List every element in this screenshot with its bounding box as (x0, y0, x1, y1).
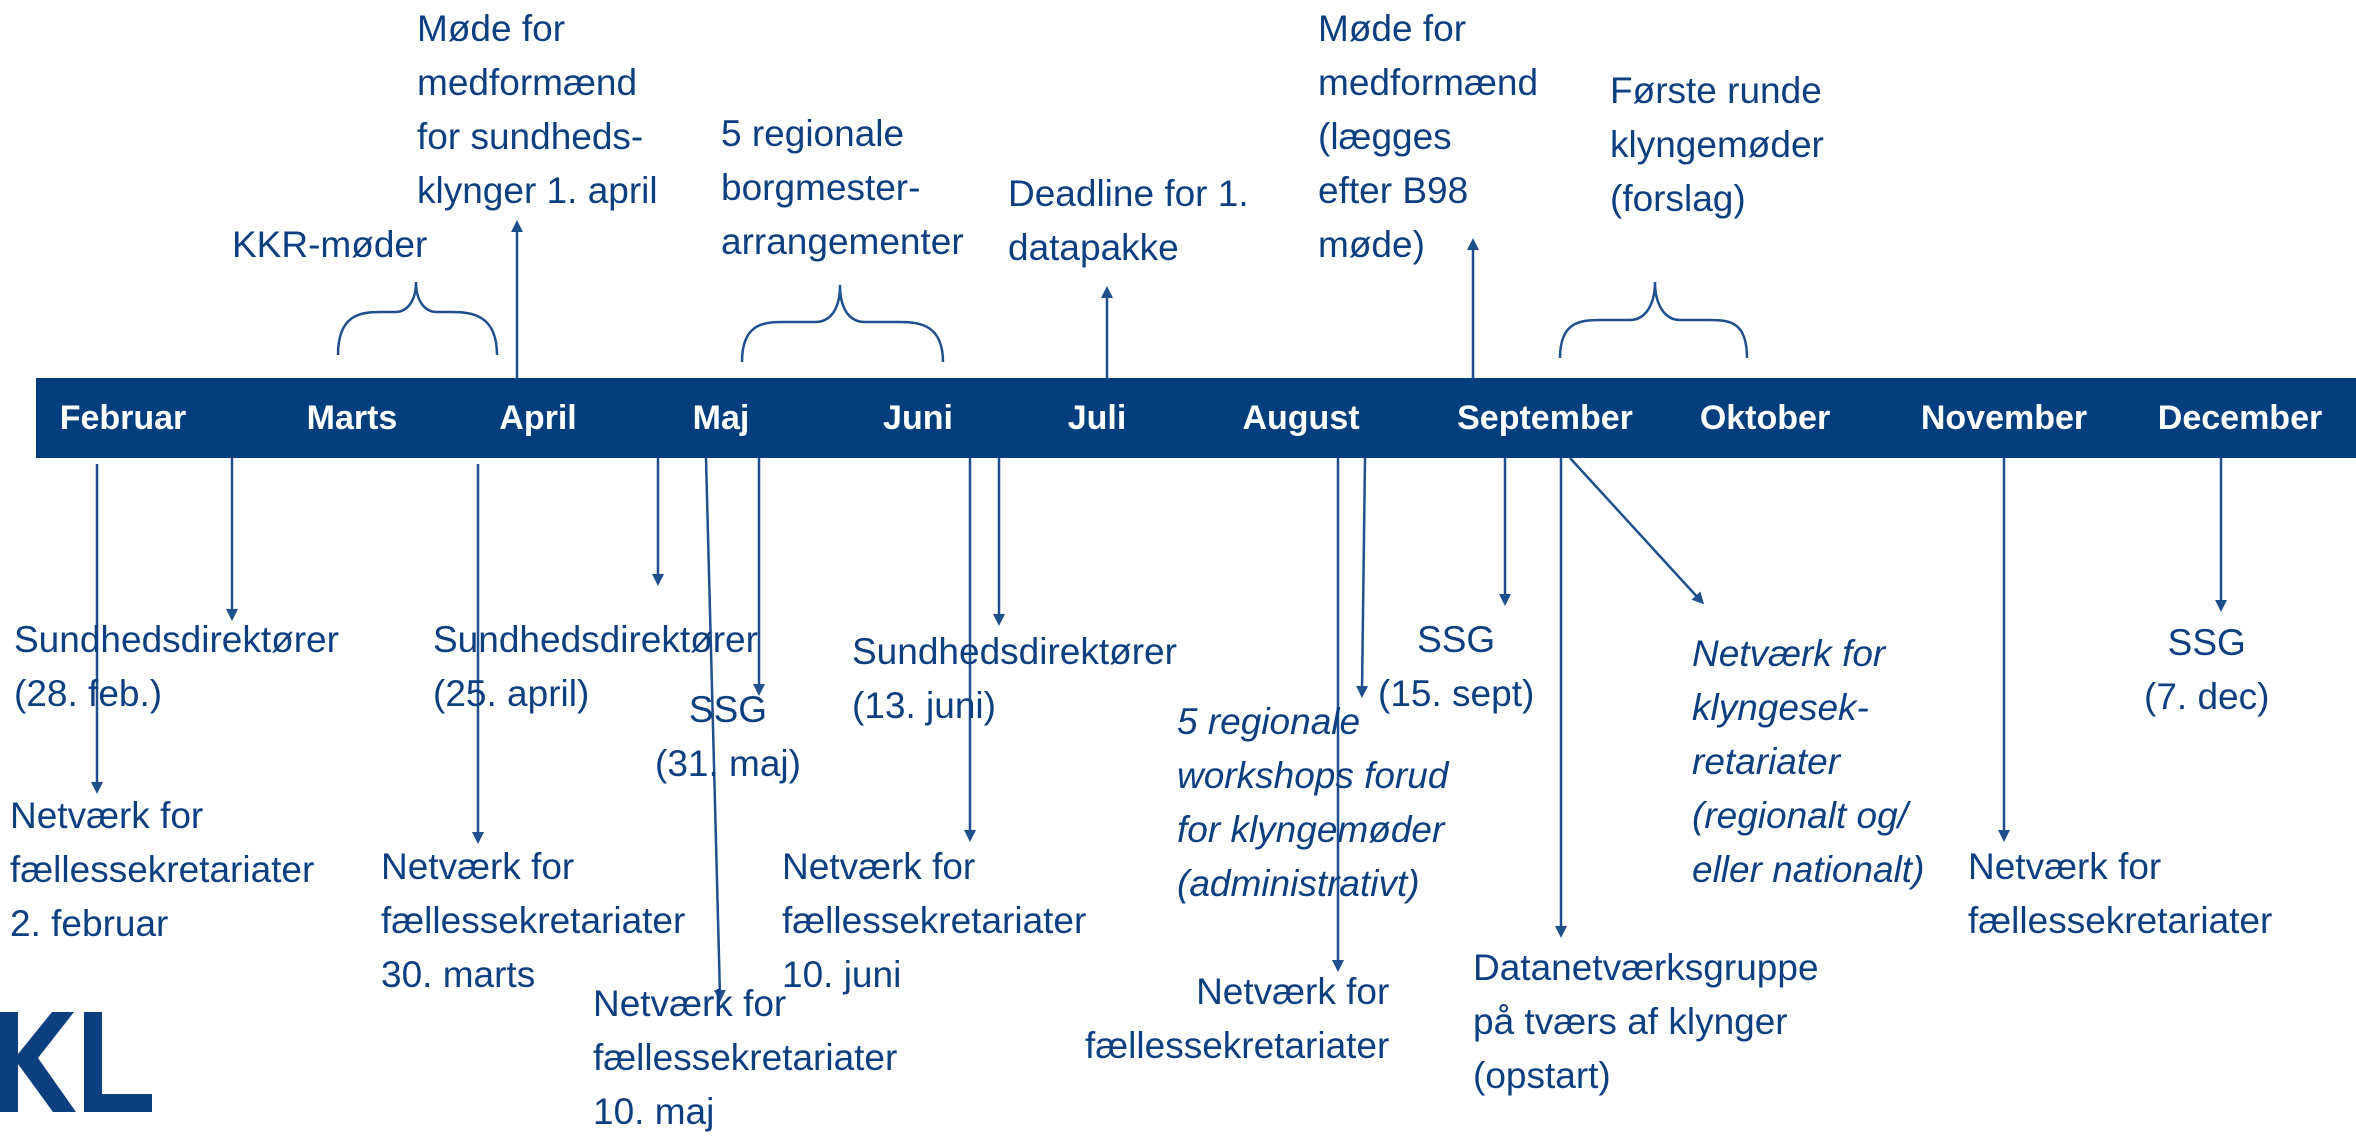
label-netvaerk-nov: Netværk for fællessekretariater (1968, 846, 2273, 941)
label-netvaerk-aug: Netværk for fællessekretariater (1085, 971, 1390, 1066)
arrow-down-klyngesek (1569, 457, 1705, 605)
brace-forste-runde (1558, 281, 1749, 359)
month-maj: Maj (692, 399, 750, 437)
month-juli: Juli (1067, 399, 1127, 437)
label-medformaend-april: Møde for medformænd for sundheds- klynge… (417, 8, 658, 211)
label-netvaerk-feb: Netværk for fællessekretariater 2. febru… (10, 795, 315, 944)
month-februar: Februar (59, 399, 187, 437)
label-kkr-moder: KKR-møder (232, 224, 428, 265)
month-marts: Marts (306, 399, 398, 437)
label-sundhedsdirektorer-juni: Sundhedsdirektører (13. juni) (852, 631, 1177, 726)
month-august: August (1242, 399, 1360, 437)
brace-kkr (336, 281, 499, 356)
month-band (36, 378, 2356, 458)
label-borgmester-arrangementer: 5 regionale borgmester- arrangementer (721, 113, 964, 262)
label-ssg-dec: SSG (7. dec) (2144, 622, 2270, 717)
brace-borgmester (740, 284, 945, 363)
label-sundhedsdirektorer-feb: Sundhedsdirektører (28. feb.) (14, 619, 339, 714)
label-medformaend-sept: Møde for medformænd (lægges efter B98 mø… (1318, 8, 1539, 265)
label-ssg-maj: SSG (31. maj) (655, 689, 801, 784)
label-netvaerk-marts: Netværk for fællessekretariater 30. mart… (381, 846, 686, 995)
month-juni: Juni (883, 399, 953, 437)
label-sundhedsdirektorer-april: Sundhedsdirektører (25. april) (433, 619, 758, 714)
month-april: April (499, 399, 577, 437)
arrow-down-net-maj (704, 457, 726, 1002)
arrow-down-workshops (1356, 457, 1369, 698)
label-datanetvaerksgruppe: Datanetværksgruppe på tværs af klynger (… (1473, 947, 1819, 1096)
month-september: September (1457, 399, 1633, 437)
label-forste-runde-klyngemoder: Første runde klyngemøder (forslag) (1610, 70, 1824, 219)
label-regionale-workshops: 5 regionale workshops forud for klyngemø… (1177, 701, 1449, 904)
label-ssg-sept: SSG (15. sept) (1378, 619, 1535, 714)
label-deadline-datapakke: Deadline for 1. datapakke (1008, 173, 1249, 268)
month-oktober: Oktober (1699, 399, 1831, 437)
label-netvaerk-klyngesekretariater: Netværk for klyngesek- retariater (regio… (1692, 633, 1925, 890)
label-netvaerk-maj: Netværk for fællessekretariater 10. maj (593, 983, 898, 1132)
month-december: December (2157, 399, 2323, 437)
label-netvaerk-juni: Netværk for fællessekretariater 10. juni (782, 846, 1087, 995)
month-november: November (1920, 399, 2088, 437)
kl-logo: KL (0, 1012, 152, 1112)
